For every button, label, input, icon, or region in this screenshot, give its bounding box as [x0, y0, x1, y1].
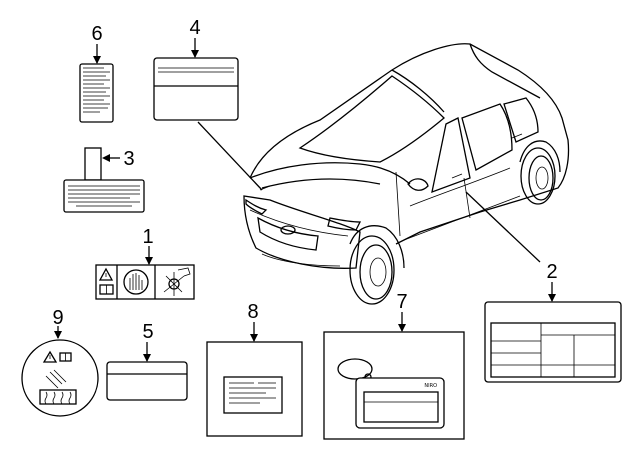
label-7-brand-text: NIRO — [424, 383, 437, 389]
hand-stop-icon — [123, 269, 149, 295]
vehicle-illustration — [243, 43, 570, 305]
label-3-tag — [63, 147, 145, 213]
label-8-sheet — [206, 322, 303, 437]
callout-5: 5 — [142, 321, 153, 343]
label-5-blank — [106, 342, 188, 401]
label-4-sticker — [153, 38, 263, 191]
label-9-round — [21, 326, 99, 417]
label-2-table — [465, 191, 622, 383]
heater-icon — [39, 389, 77, 405]
fan-hand-icon — [163, 267, 191, 296]
warning-triangle-icon — [98, 267, 114, 281]
label-7-key-tag: NIRO — [323, 312, 465, 440]
callout-3: 3 — [123, 148, 134, 170]
callout-8: 8 — [247, 301, 258, 323]
warning-triangle-icon — [42, 350, 58, 363]
callout-7: 7 — [396, 291, 407, 313]
callout-4: 4 — [189, 17, 200, 39]
label-1-warning-panel — [95, 246, 195, 300]
callout-numbers: 6 4 3 1 2 9 5 8 7 — [52, 17, 557, 343]
callout-9: 9 — [52, 307, 63, 329]
label-6-sheet — [79, 44, 114, 123]
callout-6: 6 — [91, 23, 102, 45]
callout-2: 2 — [546, 261, 557, 283]
callout-1: 1 — [142, 226, 153, 248]
